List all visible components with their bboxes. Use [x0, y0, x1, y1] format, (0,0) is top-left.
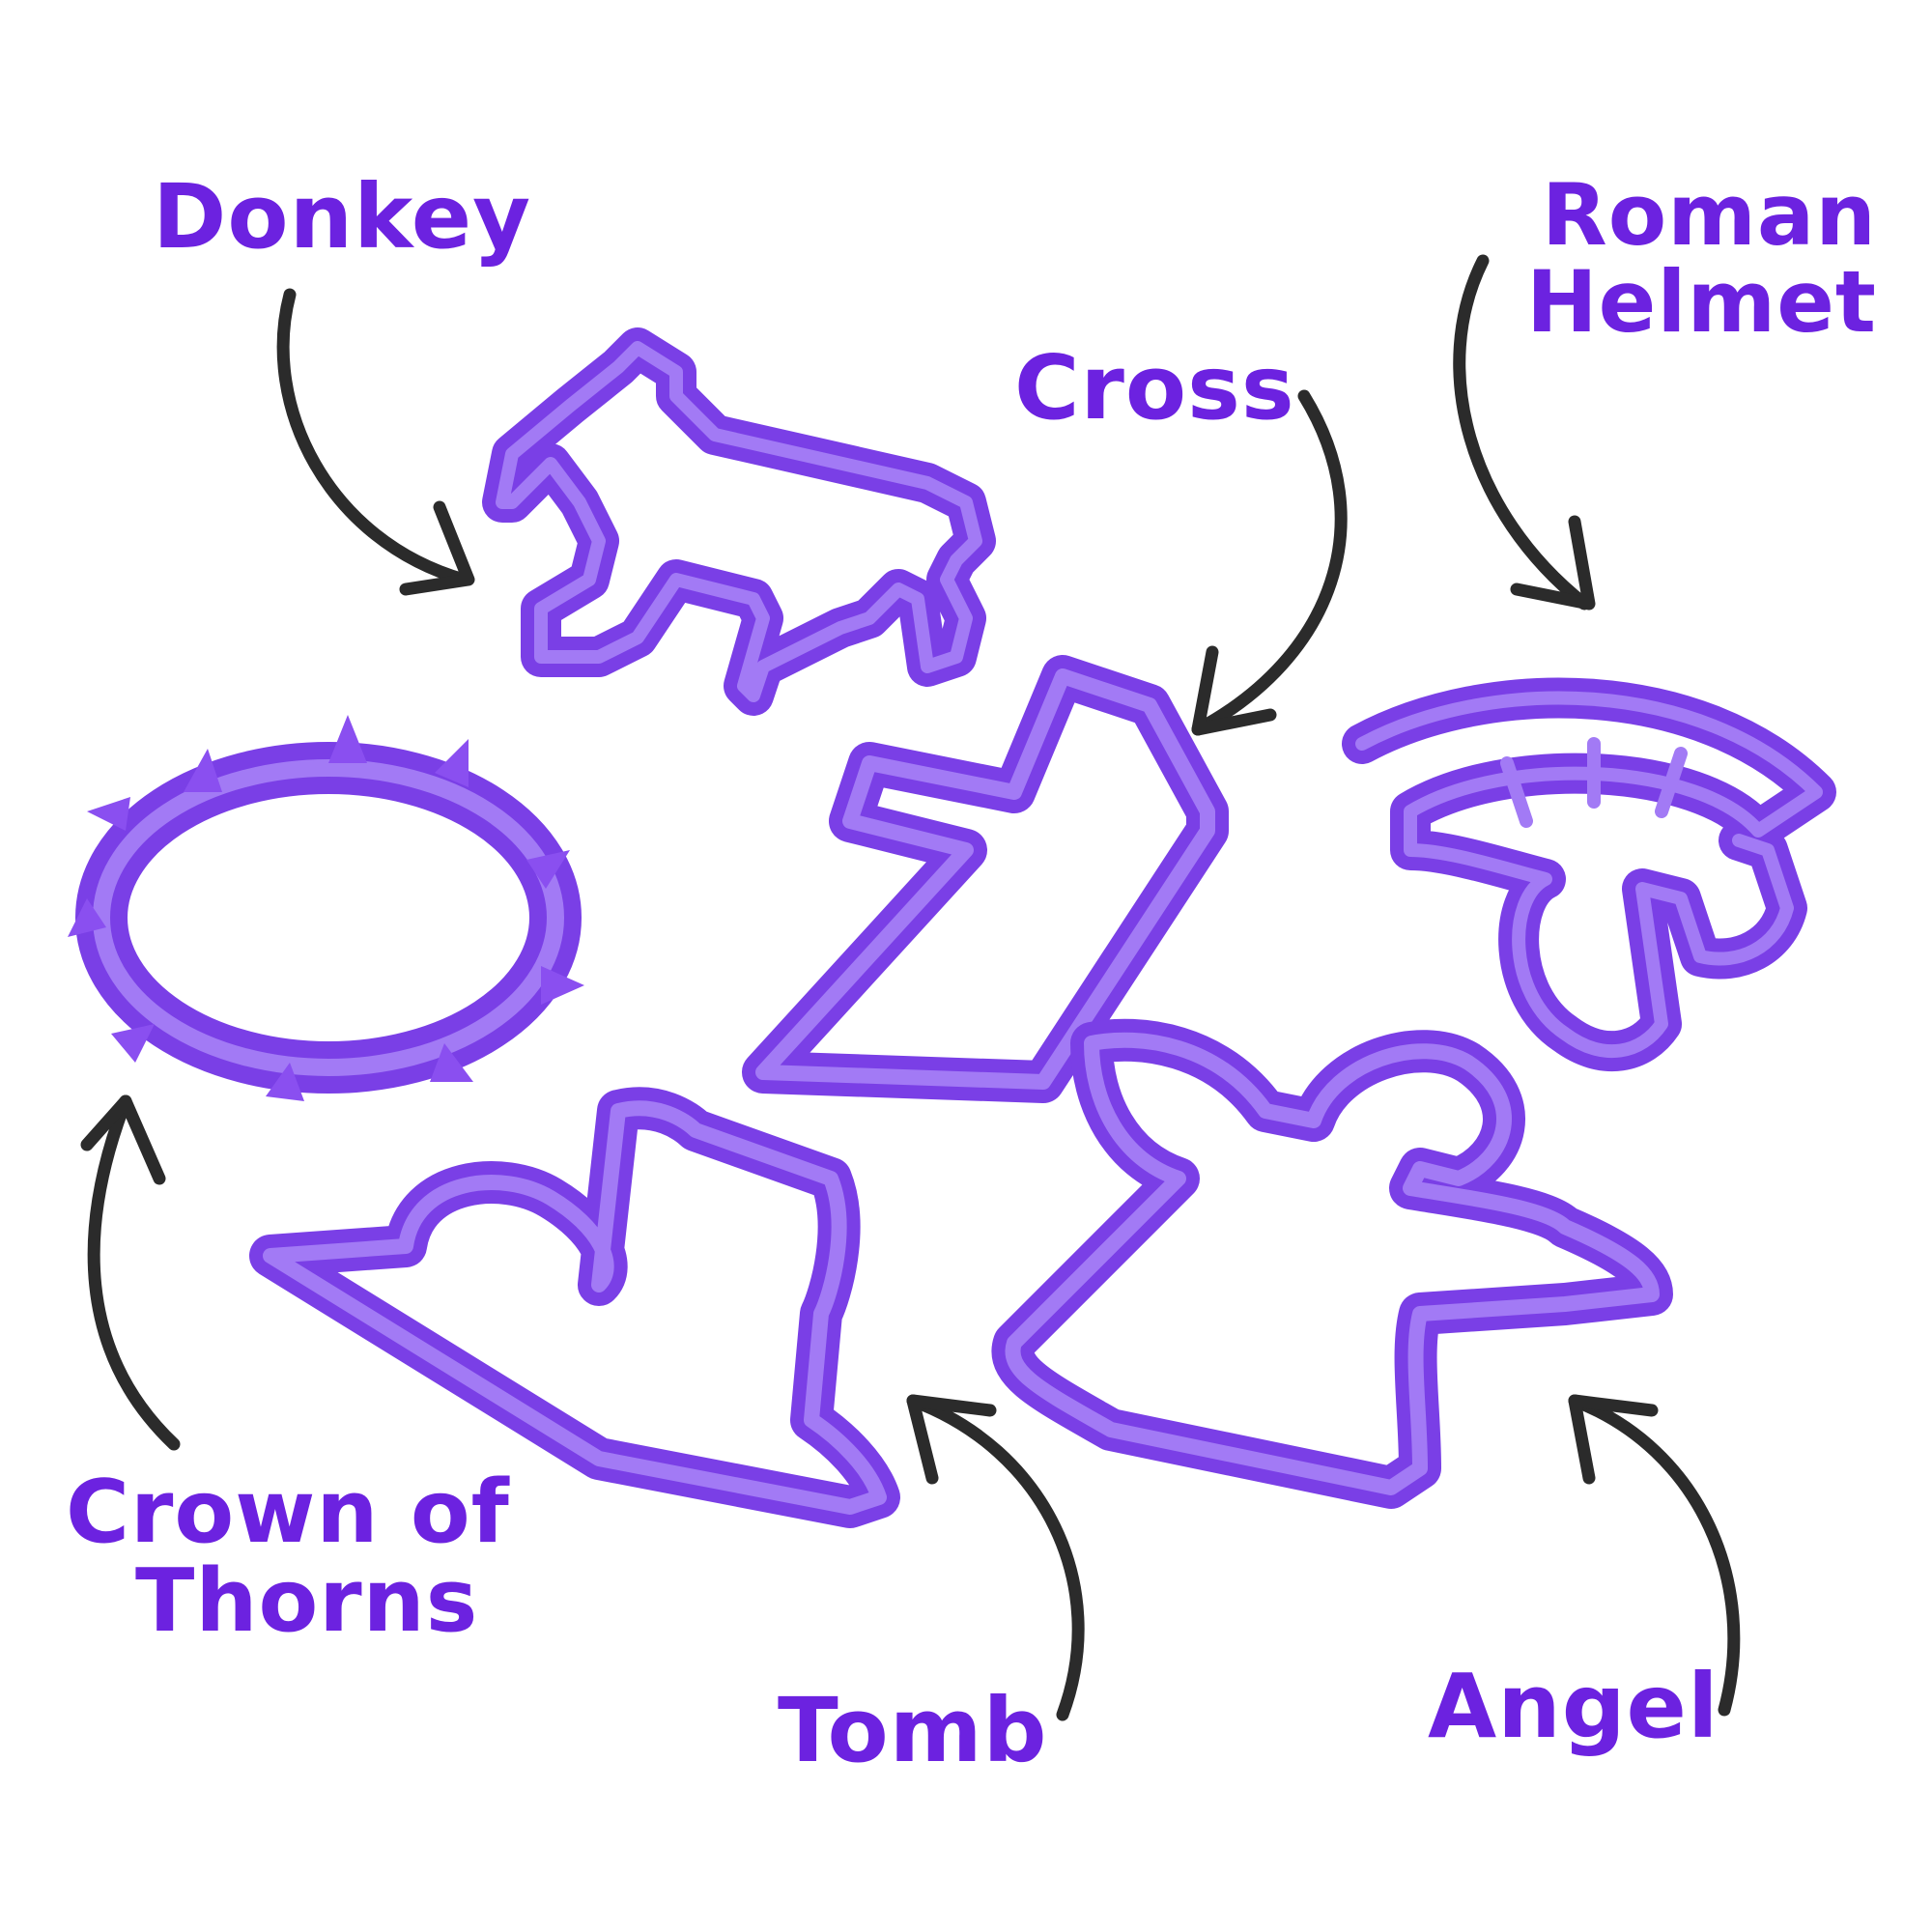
angel-label: Angel	[1428, 1662, 1719, 1752]
roman-helmet-label-line1: Roman	[1542, 165, 1877, 265]
cross-label: Cross	[1014, 343, 1295, 434]
roman-helmet-arrow	[1453, 254, 1596, 611]
cross-arrow	[1191, 389, 1348, 736]
angel-label-text: Angel	[1428, 1655, 1719, 1758]
roman-helmet-label-line2: Helmet	[1526, 251, 1877, 352]
crown-of-thorns-label-line1: Crown of	[66, 1462, 510, 1563]
donkey-label-text: Donkey	[153, 165, 532, 269]
donkey-cutter	[482, 327, 996, 716]
crown-of-thorns-cutter	[68, 715, 584, 1101]
crown-of-thorns-label-line2: Thorns	[135, 1549, 479, 1652]
cross-label-text: Cross	[1014, 336, 1295, 440]
tomb-cutter	[249, 1087, 900, 1528]
donkey-label: Donkey	[153, 172, 531, 263]
roman-helmet-cutter	[1342, 677, 1836, 1072]
cross-cutter	[742, 655, 1229, 1103]
crown-of-thorns-arrow	[80, 1094, 181, 1451]
roman-helmet-label: Roman Helmet	[1526, 172, 1877, 346]
tomb-label: Tomb	[778, 1686, 1047, 1776]
crown-of-thorns-label: Crown of Thorns	[66, 1468, 510, 1646]
angel-cutter	[991, 1018, 1673, 1509]
tomb-arrow	[906, 1394, 1085, 1721]
tomb-label-text: Tomb	[778, 1679, 1048, 1782]
donkey-arrow	[276, 288, 475, 596]
angel-arrow	[1568, 1394, 1741, 1717]
